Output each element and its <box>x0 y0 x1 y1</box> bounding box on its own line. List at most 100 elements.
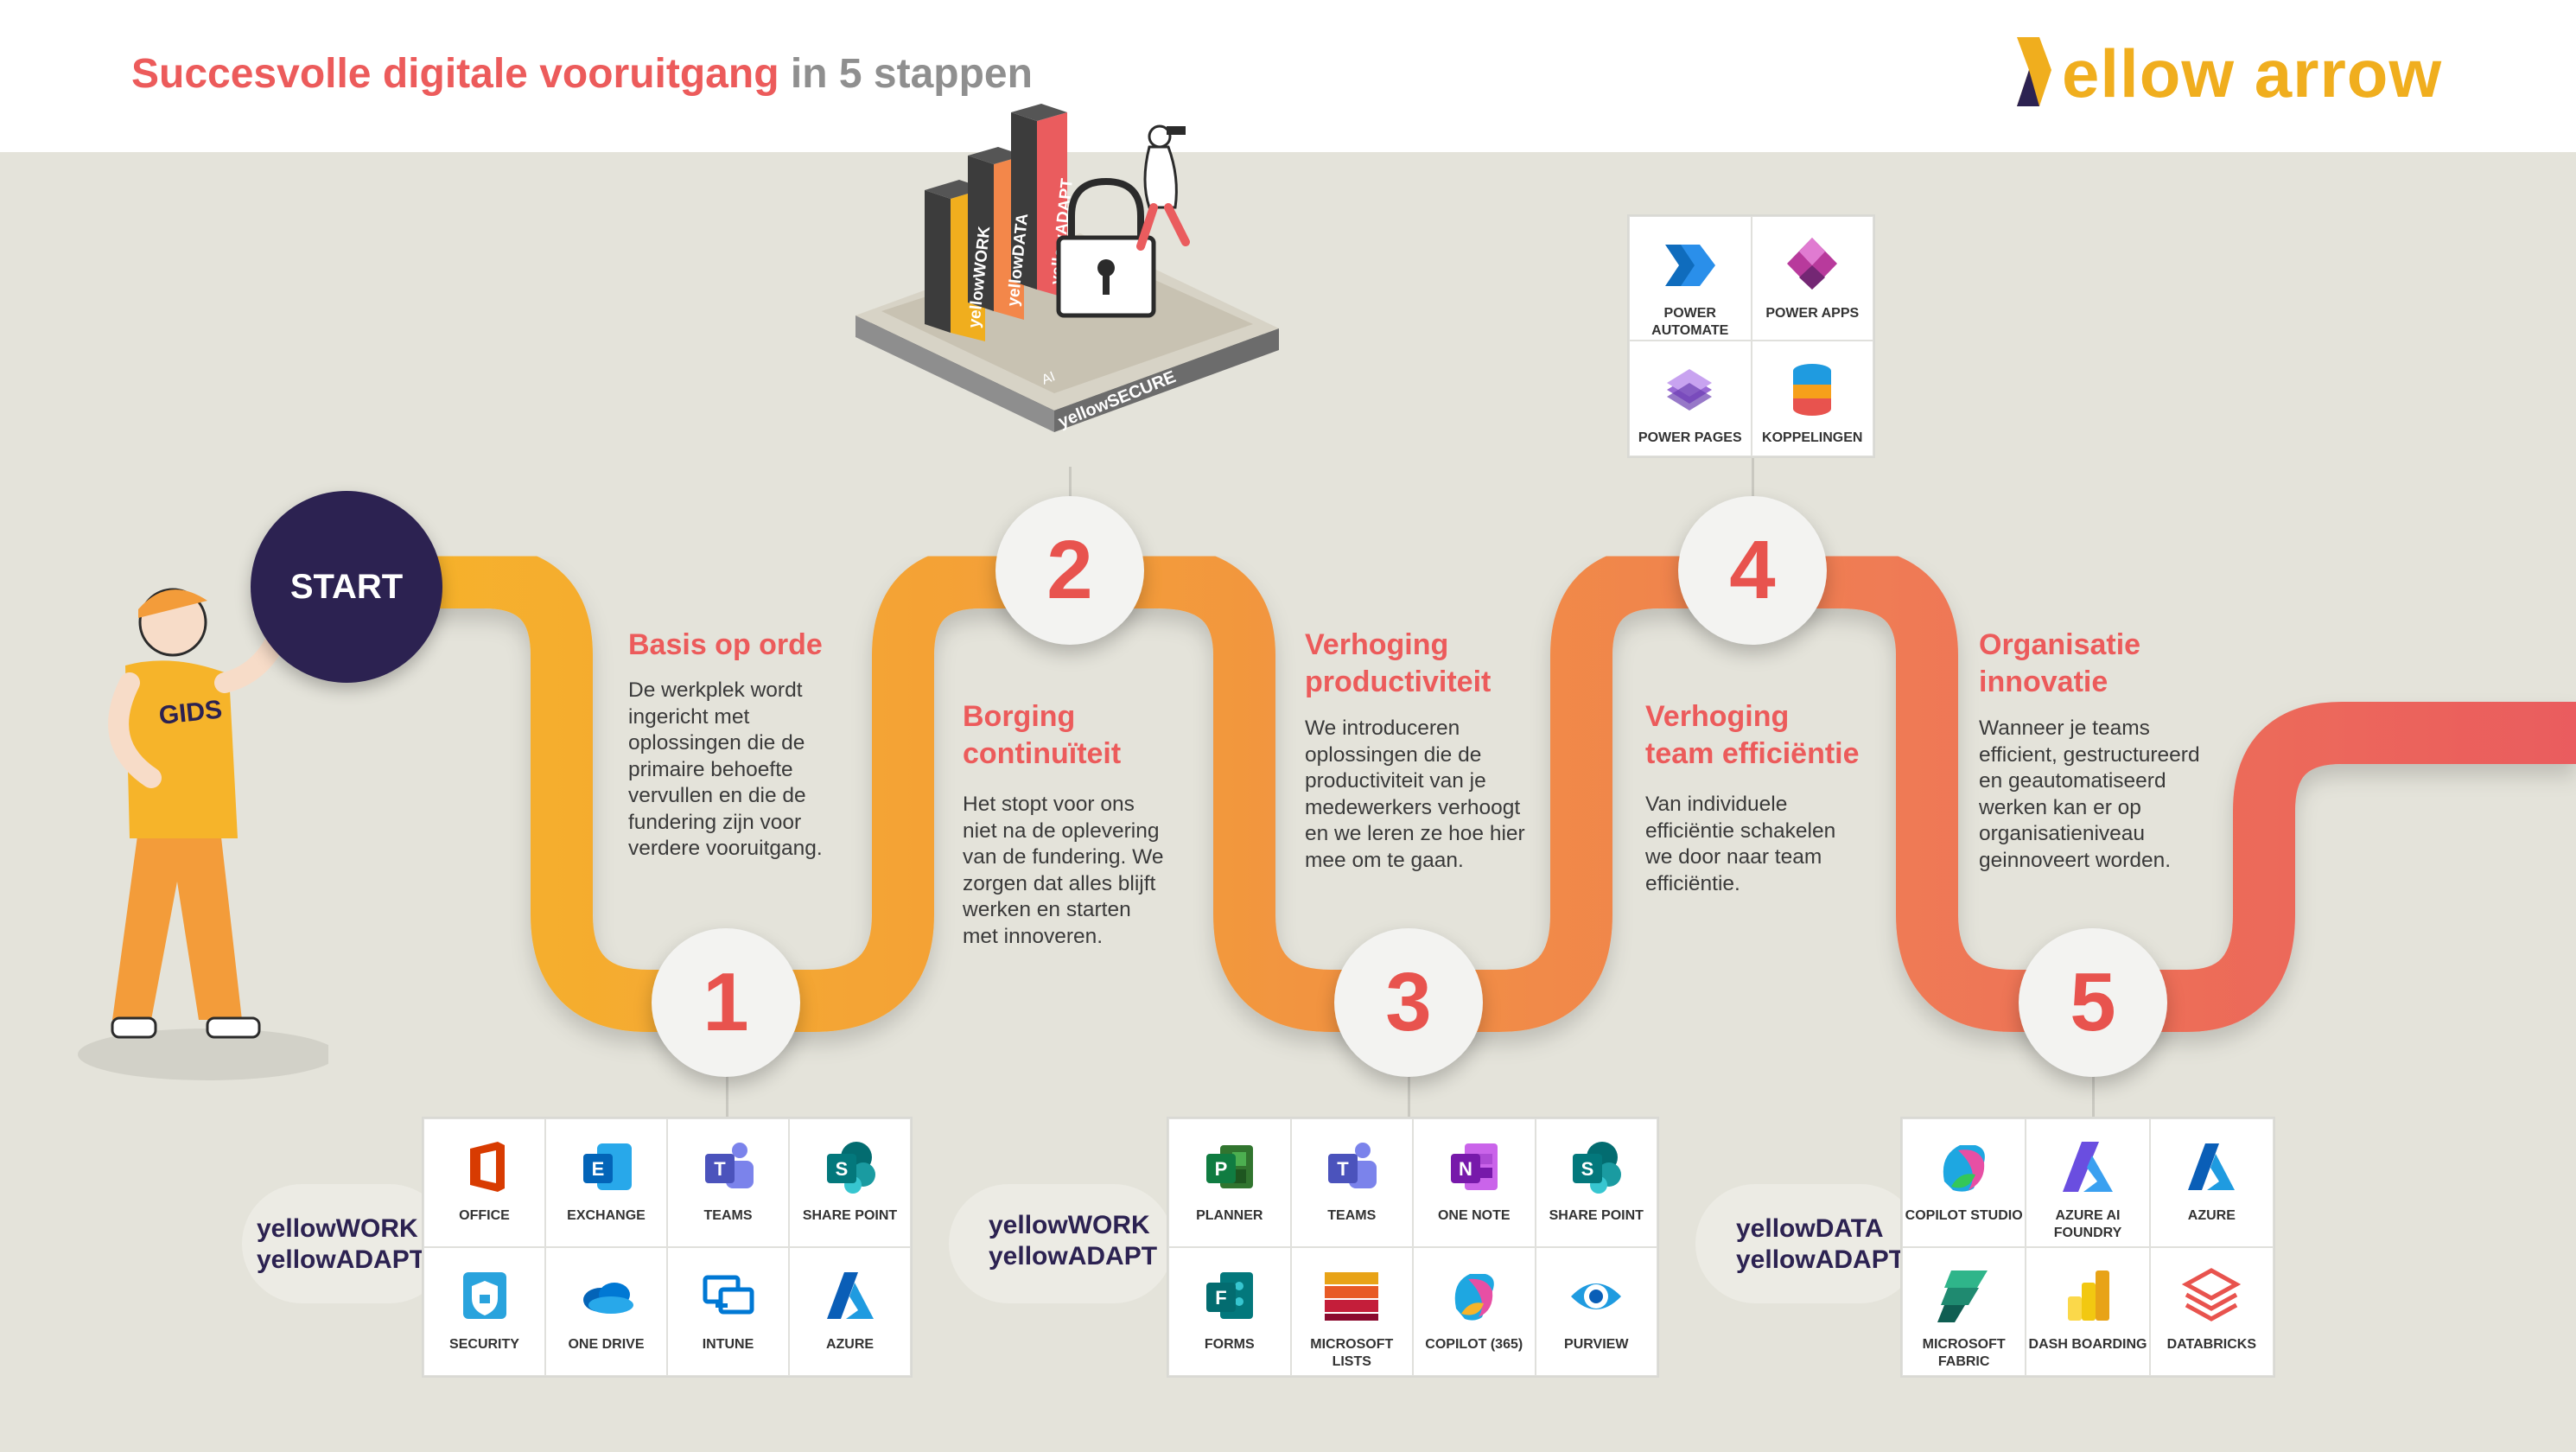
step-text-line: We introduceren <box>1305 716 1460 740</box>
step-text-line: organisatieniveau <box>1979 822 2146 845</box>
forms-icon: F <box>1205 1272 1253 1319</box>
tool-tile: AZURE <box>789 1247 911 1376</box>
tool-label: EXCHANGE <box>567 1208 646 1223</box>
tool-tile: ONE DRIVE <box>545 1247 667 1376</box>
connector-grid5 <box>2092 1072 2095 1120</box>
tool-tile: COPILOT (365) <box>1413 1247 1536 1376</box>
step-title-line: innovatie <box>1979 666 2109 698</box>
tool-label: SHARE POINT <box>802 1208 898 1223</box>
tool-tile: AZURE AI FOUNDRY <box>2026 1118 2150 1247</box>
tool-label: COPILOT (365) <box>1425 1337 1523 1352</box>
stack-label-line: yellowDATA <box>1736 1214 1884 1243</box>
step-text-line: verdere vooruitgang. <box>628 837 823 860</box>
start-badge: START <box>251 491 442 683</box>
stack-label-line: yellowADAPT <box>989 1242 1158 1270</box>
stack-label-line: yellowWORK <box>257 1214 418 1243</box>
tool-tile: SECURITY <box>423 1247 545 1376</box>
logo-text: ellow arrow <box>2062 35 2443 111</box>
step-text-line: efficient, gestructureerd <box>1979 742 2200 767</box>
tool-label: SHARE POINT <box>1549 1208 1644 1223</box>
tool-label: ONE NOTE <box>1437 1208 1511 1223</box>
padlock-icon <box>1056 177 1156 318</box>
security-icon <box>462 1272 506 1319</box>
database-icon <box>1793 364 1832 416</box>
power-automate-icon <box>1664 245 1715 286</box>
tool-tile: KOPPELINGEN <box>1751 341 1873 456</box>
step-text-line: mee om te gaan. <box>1305 848 1464 872</box>
step-text-line: oplossingen die de <box>628 731 805 755</box>
step-text-line: geinnoveert worden. <box>1979 848 2172 872</box>
tool-tile: MICROSOFT FABRIC <box>1902 1247 2026 1376</box>
platform-illustration: yellowWORK yellowDATA yellowADAPT AI yel… <box>855 104 1279 432</box>
power-apps-icon <box>1787 238 1838 290</box>
connector-grid4 <box>1752 456 1754 501</box>
lists-icon <box>1325 1272 1379 1321</box>
step-text-line: Wanneer je teams <box>1979 716 2150 740</box>
step-title-line: Organisatie <box>1979 628 2141 661</box>
tool-tile: DASH BOARDING <box>2026 1247 2150 1376</box>
page-title-rest: in 5 stappen <box>790 51 1033 97</box>
stack-pill-1 <box>242 1184 449 1303</box>
step-text-line: en we leren ze hoe hier <box>1305 822 1525 845</box>
step-title-line: Borging <box>963 700 1076 733</box>
office-icon <box>469 1142 505 1192</box>
tool-label: AZURE AI FOUNDRY <box>2053 1208 2122 1240</box>
tool-tile: P PLANNER <box>1168 1118 1291 1247</box>
lookout-person-icon <box>1136 124 1190 251</box>
tool-label: FORMS <box>1204 1337 1255 1352</box>
stack-pill-2 <box>949 1184 1174 1303</box>
step-text-line: niet na de oplevering <box>963 818 1160 843</box>
tool-tile: OFFICE <box>423 1118 545 1247</box>
tool-label: KOPPELINGEN <box>1762 430 1863 445</box>
connector-grid1 <box>726 1072 728 1120</box>
step-text-line: werken kan er op <box>1979 795 2141 819</box>
step-number-5: 5 <box>2019 928 2167 1077</box>
tool-label: TEAMS <box>1327 1208 1377 1223</box>
step-text-line: ingericht met <box>628 704 750 729</box>
tool-label: MICROSOFT FABRIC <box>1922 1337 2006 1369</box>
tool-tile: F FORMS <box>1168 1247 1291 1376</box>
svg-text:P: P <box>1214 1158 1227 1180</box>
tool-label: POWER APPS <box>1765 306 1860 321</box>
stack-label-line: yellowWORK <box>989 1211 1150 1239</box>
step-title-line: continuïteit <box>963 737 1122 770</box>
connector-platform <box>1069 467 1072 501</box>
svg-text:S: S <box>1581 1158 1594 1180</box>
tool-tile: MICROSOFT LISTS <box>1290 1247 1413 1376</box>
tool-label: PURVIEW <box>1564 1337 1629 1352</box>
tool-label: POWER PAGES <box>1638 430 1742 445</box>
tool-tile: POWER AUTOMATE <box>1629 216 1752 341</box>
tool-tile: COPILOT STUDIO <box>1902 1118 2026 1247</box>
step-number-1: 1 <box>652 928 800 1077</box>
stack-pill-3 <box>1695 1184 1920 1303</box>
tool-label: ONE DRIVE <box>568 1337 645 1352</box>
tool-tile: DATABRICKS <box>2149 1247 2274 1376</box>
svg-text:N: N <box>1459 1158 1472 1180</box>
step-2-title: Borging continuïteit <box>963 698 1121 773</box>
tools-grid-step-4: POWER AUTOMATE POWER APPS POWER PAGES KOPPE… <box>1627 214 1875 458</box>
tool-label: MICROSOFT LISTS <box>1310 1337 1394 1369</box>
step-title-line: productiviteit <box>1305 666 1492 698</box>
step-text-line: productiviteit van je <box>1305 769 1486 793</box>
step-number-4: 4 <box>1678 496 1827 645</box>
step-text-line: we door naar team <box>1645 845 1822 869</box>
sharepoint-icon: S <box>1573 1142 1622 1194</box>
yellow-arrow-logo[interactable]: ellow arrow <box>2013 35 2442 112</box>
step-title-line: Basis op orde <box>628 628 823 661</box>
step-text-line: Van individuele <box>1645 793 1788 816</box>
tool-label: PLANNER <box>1196 1208 1263 1223</box>
page-title-accent: Succesvolle digitale vooruitgang <box>131 51 779 97</box>
step-title-line: Verhoging <box>1305 628 1449 661</box>
